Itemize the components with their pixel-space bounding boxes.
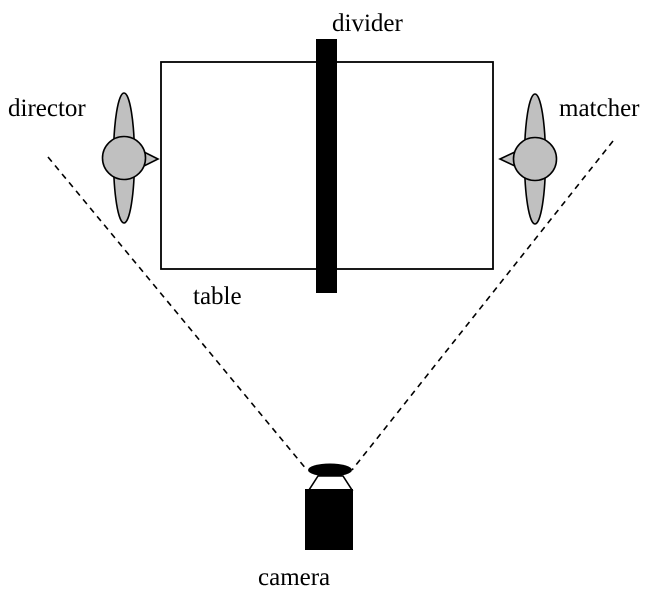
- camera-body: [305, 489, 353, 550]
- camera-lens: [308, 463, 352, 477]
- director-label: director: [8, 95, 86, 122]
- table-label: table: [193, 283, 242, 310]
- divider-bar: [316, 39, 337, 293]
- camera-label: camera: [258, 564, 330, 589]
- camera-view-line-right: [351, 140, 614, 471]
- matcher-figure: [498, 93, 558, 225]
- divider-label: divider: [332, 10, 403, 37]
- camera-figure: [305, 463, 354, 550]
- matcher-head: [512, 136, 558, 182]
- matcher-label: matcher: [559, 95, 640, 122]
- director-figure: [101, 92, 160, 224]
- camera-lens-mount: [307, 475, 354, 491]
- director-head: [101, 135, 147, 181]
- camera-view-line-left: [47, 156, 308, 471]
